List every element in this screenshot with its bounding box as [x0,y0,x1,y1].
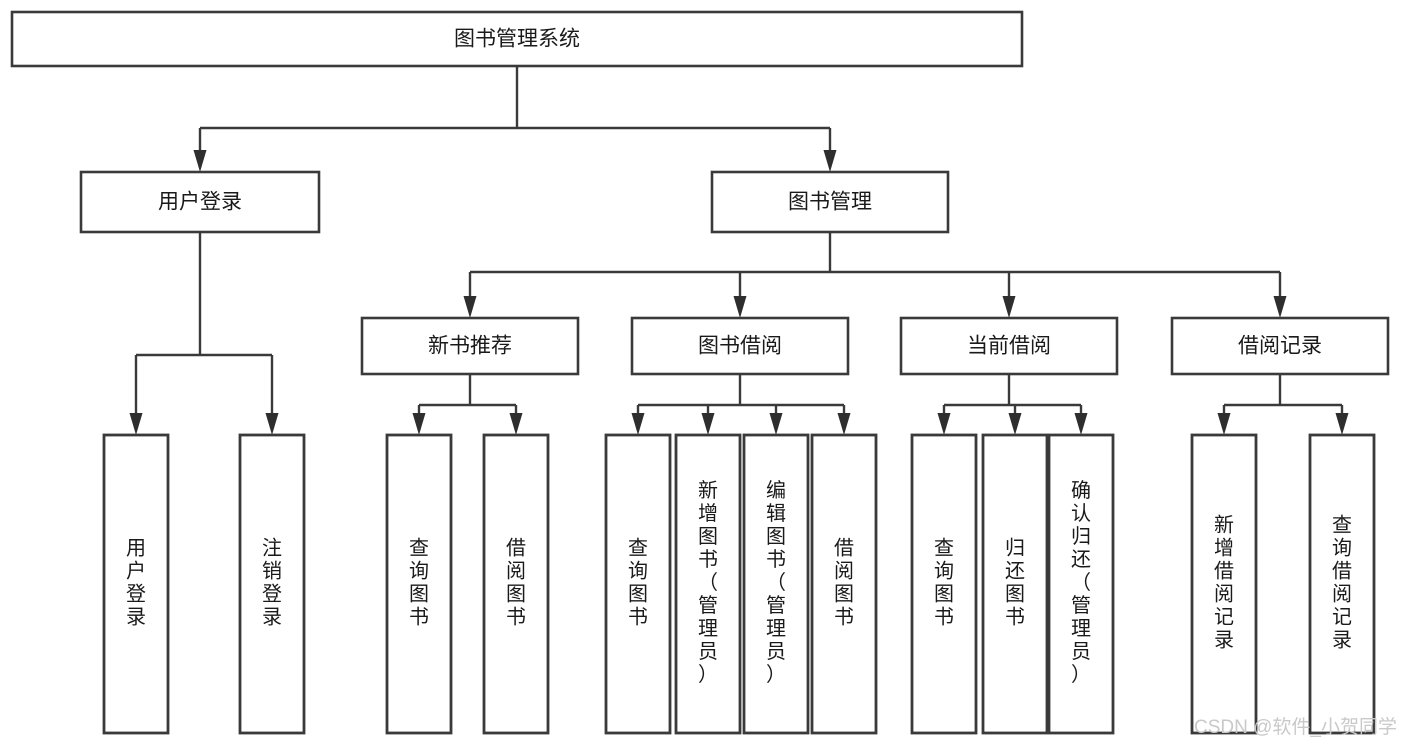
node-user-login[interactable]: 用户登录 [79,170,321,234]
nodes-layer: 图书管理系统用户登录图书管理新书推荐图书借阅当前借阅借阅记录用户登录注销登录查询… [10,10,1390,735]
node-box[interactable] [899,316,1119,376]
node-label: 新书推荐 [428,335,512,358]
node-box[interactable] [360,316,580,376]
arrow-head-icon [265,413,279,435]
arrow-head-icon [701,413,715,435]
arrow-head-icon [412,413,426,435]
node-borrow-record[interactable]: 借阅记录 [1170,316,1390,376]
connector-conn-userlogin-to-leaves [129,232,279,435]
arrow-head-icon [1335,413,1349,435]
node-leaf-borrow-book[interactable]: 借阅图书 [810,433,878,735]
watermark-layer: CSDN @软件_小贺同学 [1194,716,1397,738]
node-leaf-user-login[interactable]: 用户登录 [102,433,170,735]
node-box[interactable] [1170,316,1390,376]
node-book-management[interactable]: 图书管理 [710,170,950,234]
node-label: 编辑图书（管理员） [766,479,786,686]
node-leaf-confirm-return[interactable]: 确认归还（管理员） [1047,433,1115,735]
node-leaf-query-book-recommend[interactable]: 查询图书 [385,433,453,735]
node-box[interactable] [630,316,850,376]
node-leaf-query-book-borrow[interactable]: 查询图书 [604,433,672,735]
connector-conn-recommend-to-leaves [412,374,523,435]
arrow-head-icon [823,150,837,172]
connector-conn-current-to-leaves [937,374,1088,435]
connector-conn-borrow-to-leaves [631,374,851,435]
node-leaf-edit-book[interactable]: 编辑图书（管理员） [742,433,810,735]
node-label: 借阅记录 [1238,335,1322,358]
node-label: 图书管理系统 [454,28,580,51]
node-label: 图书管理 [788,191,872,214]
node-box[interactable] [981,433,1049,735]
node-label: 查询图书 [409,537,429,629]
node-label: 借阅图书 [506,537,526,629]
arrow-head-icon [193,150,207,172]
node-box[interactable] [604,433,672,735]
arrow-head-icon [937,413,951,435]
connector-conn-record-to-leaves [1217,374,1349,435]
connector-conn-bookmgmt-to-level2 [463,232,1287,318]
arrow-head-icon [1002,296,1016,318]
node-current-borrow[interactable]: 当前借阅 [899,316,1119,376]
node-box[interactable] [102,433,170,735]
node-box[interactable] [238,433,306,735]
node-label: 新增借阅记录 [1214,514,1234,652]
node-box[interactable] [1308,433,1376,735]
node-leaf-query-borrow-record[interactable]: 查询借阅记录 [1308,433,1376,735]
node-box[interactable] [10,10,1024,68]
node-leaf-return-book[interactable]: 归还图书 [981,433,1049,735]
node-box[interactable] [742,433,810,735]
arrow-head-icon [509,413,523,435]
arrow-head-icon [733,296,747,318]
node-box[interactable] [79,170,321,234]
node-box[interactable] [710,170,950,234]
node-label: 注销登录 [262,537,282,629]
arrow-head-icon [1074,413,1088,435]
node-box[interactable] [1047,433,1115,735]
csdn-watermark: CSDN @软件_小贺同学 [1194,716,1397,738]
node-label: 借阅图书 [834,537,854,629]
node-box[interactable] [385,433,453,735]
node-leaf-add-book[interactable]: 新增图书（管理员） [674,433,742,735]
arrow-head-icon [837,413,851,435]
arrow-head-icon [769,413,783,435]
arrow-head-icon [1008,413,1022,435]
node-box[interactable] [1190,433,1258,735]
node-root[interactable]: 图书管理系统 [10,10,1024,68]
node-label: 确认归还（管理员） [1071,479,1091,686]
node-box[interactable] [482,433,550,735]
connectors-layer [129,66,1349,435]
node-leaf-add-borrow-record[interactable]: 新增借阅记录 [1190,433,1258,735]
node-label: 查询图书 [628,537,648,629]
node-label: 查询图书 [934,537,954,629]
node-book-borrow[interactable]: 图书借阅 [630,316,850,376]
connector-conn-root-to-level1 [193,66,837,172]
arrow-head-icon [1217,413,1231,435]
node-box[interactable] [674,433,742,735]
arrow-head-icon [463,296,477,318]
arrow-head-icon [631,413,645,435]
node-label: 用户登录 [126,538,146,629]
node-box[interactable] [810,433,878,735]
node-leaf-logout[interactable]: 注销登录 [238,433,306,735]
node-label: 归还图书 [1005,537,1025,629]
arrow-head-icon [129,413,143,435]
node-new-book-recommend[interactable]: 新书推荐 [360,316,580,376]
node-label: 新增图书（管理员） [698,479,718,686]
node-label: 当前借阅 [967,335,1051,358]
arrow-head-icon [1273,296,1287,318]
node-leaf-query-book-current[interactable]: 查询图书 [910,433,978,735]
node-leaf-borrow-book-recommend[interactable]: 借阅图书 [482,433,550,735]
node-label: 查询借阅记录 [1332,514,1352,652]
node-label: 用户登录 [158,191,242,214]
node-label: 图书借阅 [698,335,782,358]
node-box[interactable] [910,433,978,735]
